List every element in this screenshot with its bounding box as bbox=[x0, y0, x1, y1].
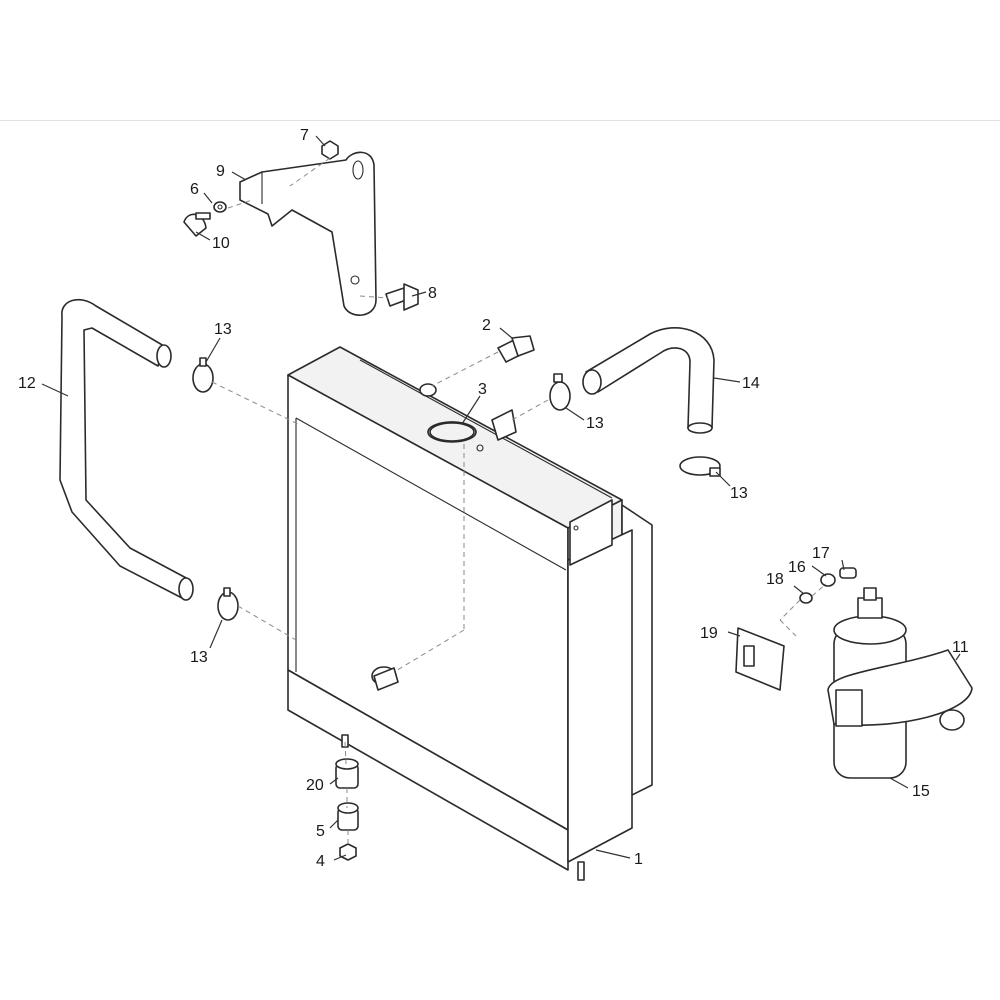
callout-1: 1 bbox=[634, 851, 643, 868]
washer-18[interactable] bbox=[799, 592, 813, 604]
hose-clamp-13d[interactable] bbox=[679, 456, 721, 477]
fitting-2[interactable] bbox=[497, 335, 535, 363]
callout-14: 14 bbox=[742, 375, 760, 392]
callout-5: 5 bbox=[316, 823, 325, 840]
callout-6: 6 bbox=[190, 181, 199, 198]
callout-12: 12 bbox=[18, 375, 36, 392]
leader-lines bbox=[41, 135, 961, 861]
callout-20: 20 bbox=[306, 777, 324, 794]
hose-clamp-13a[interactable] bbox=[192, 357, 214, 393]
callout-13d: 13 bbox=[730, 485, 748, 502]
header-divider bbox=[0, 120, 1000, 121]
bolt-8[interactable] bbox=[385, 283, 419, 311]
callout-9: 9 bbox=[216, 163, 225, 180]
callout-17: 17 bbox=[812, 545, 830, 562]
callout-18: 18 bbox=[766, 571, 784, 588]
mounting-band-11[interactable] bbox=[827, 649, 973, 731]
callout-labels: 1 2 3 4 5 6 7 8 9 10 11 12 13 13 13 13 1… bbox=[18, 127, 969, 870]
callout-13b: 13 bbox=[190, 649, 208, 666]
callout-19: 19 bbox=[700, 625, 718, 642]
washer-6[interactable] bbox=[213, 201, 227, 213]
hose-12[interactable] bbox=[59, 298, 194, 601]
callout-16: 16 bbox=[788, 559, 806, 576]
callout-13a: 13 bbox=[214, 321, 232, 338]
radiator-cap-3[interactable] bbox=[429, 422, 484, 452]
hose-clamp-13c[interactable] bbox=[549, 373, 571, 411]
nut-7[interactable] bbox=[321, 140, 339, 160]
assembly-lines bbox=[211, 157, 827, 846]
callout-2: 2 bbox=[482, 317, 491, 334]
callout-3: 3 bbox=[478, 381, 487, 398]
rubber-mount-10[interactable] bbox=[183, 212, 211, 237]
callout-10: 10 bbox=[212, 235, 230, 252]
callout-7: 7 bbox=[300, 127, 309, 144]
callout-13c: 13 bbox=[586, 415, 604, 432]
callout-15: 15 bbox=[912, 783, 930, 800]
bolt-17[interactable] bbox=[839, 567, 857, 579]
washer-16[interactable] bbox=[820, 573, 836, 587]
callout-11: 11 bbox=[952, 639, 969, 656]
radiator[interactable] bbox=[287, 346, 653, 881]
callout-4: 4 bbox=[316, 853, 325, 870]
bracket[interactable] bbox=[239, 151, 377, 316]
bushing-5[interactable] bbox=[337, 802, 359, 831]
callout-8: 8 bbox=[428, 285, 437, 302]
nut-4[interactable] bbox=[339, 843, 357, 861]
hose-clamp-13b[interactable] bbox=[217, 587, 239, 621]
plate-19[interactable] bbox=[735, 627, 785, 691]
rubber-mount-20[interactable] bbox=[335, 758, 359, 789]
hose-14[interactable] bbox=[582, 326, 715, 434]
